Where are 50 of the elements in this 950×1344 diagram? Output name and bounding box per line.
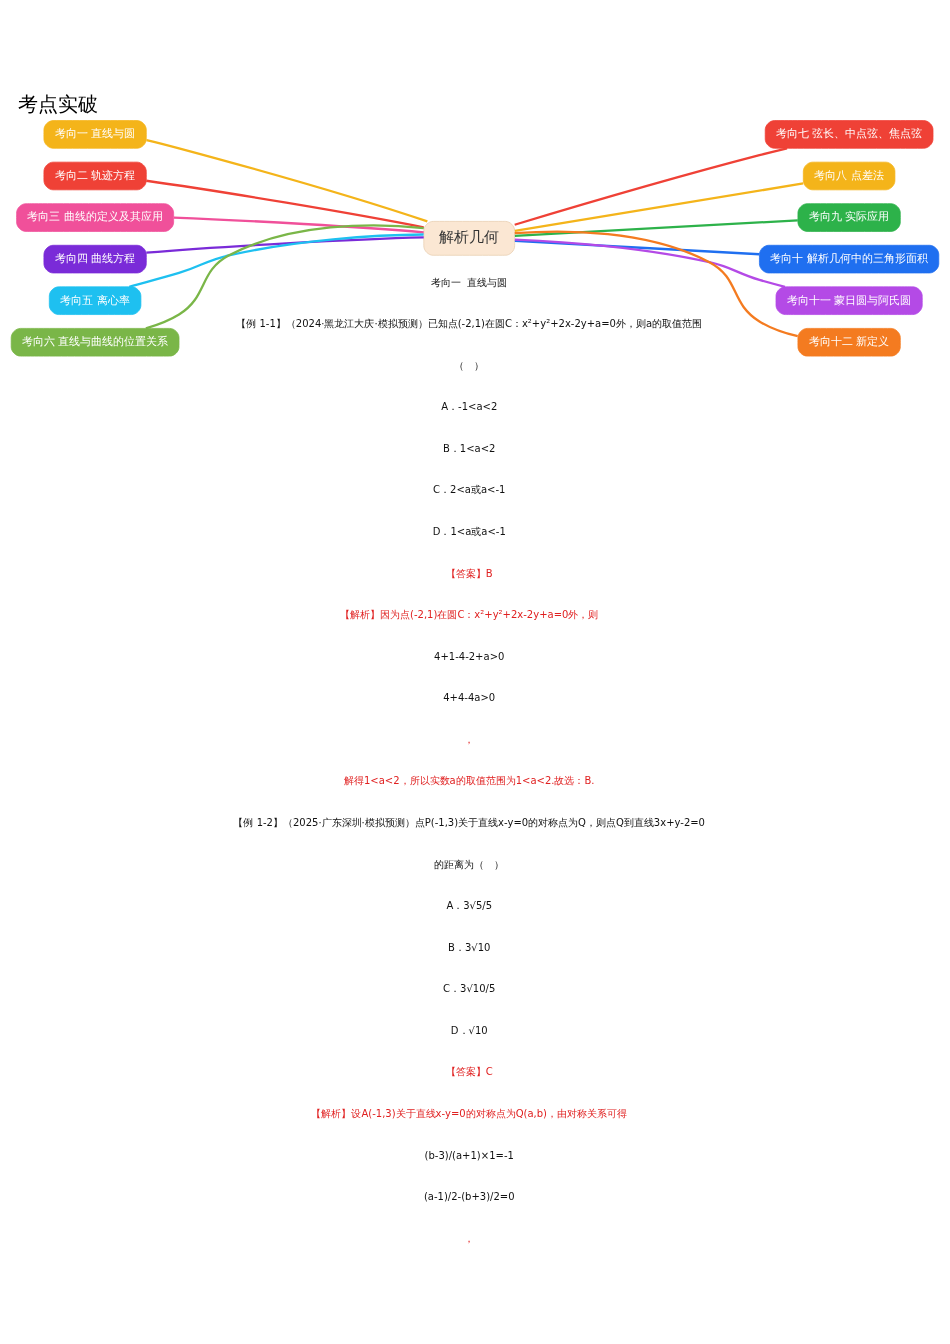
connector <box>146 138 428 222</box>
label: ， <box>464 1232 475 1244</box>
label: 【例 1-2】（2025·广东深圳·模拟预测）点P(-1,3)关于直线x-y=0的对称点为Q，则点Q到直线3x+y-2=0 <box>233 816 705 828</box>
label: 【答案】B <box>445 567 493 579</box>
label: 考向一 直线与圆 <box>431 276 508 288</box>
node-box: 考向十 解析几何中的三角形面积 <box>759 244 940 273</box>
connector <box>128 232 424 288</box>
node-box: 考向五 离心率 <box>48 285 142 315</box>
label: 【解析】因为点(-2,1)在圆C：x²+y²+2x-2y+a=0外，则 <box>340 608 599 620</box>
diagram-title: 考点实破 <box>18 91 99 116</box>
connector <box>514 237 786 288</box>
node-box: 考向二 轨迹方程 <box>43 161 147 190</box>
label: (b-3)/(a+1)×1=-1 <box>424 1149 514 1161</box>
connector <box>146 179 424 228</box>
label: (a-1)/2-(b+3)/2=0 <box>423 1190 515 1202</box>
node-box: 解析几何 <box>423 220 516 256</box>
node-box: 考向七 弦长、中点弦、焦点弦 <box>764 119 934 149</box>
label: B．3√10 <box>448 941 491 953</box>
label: A．-1<a<2 <box>441 400 498 412</box>
label: 解得1<a<2，所以实数a的取值范围为1<a<2.故选：B. <box>343 774 595 786</box>
label: 【解析】设A(-1,3)关于直线x-y=0的对称点为Q(a,b)，由对称关系可得 <box>311 1107 627 1119</box>
connector <box>173 215 424 233</box>
connector <box>514 239 760 255</box>
node-box: 考向十二 新定义 <box>797 327 901 356</box>
node-box: 考向十一 蒙日圆与阿氏圆 <box>775 285 923 315</box>
label: （ ） <box>454 359 485 371</box>
node-box: 考向三 曲线的定义及其应用 <box>16 202 174 232</box>
label: 【例 1-1】（2024·黑龙江大庆·模拟预测）已知点(-2,1)在圆C：x²+y²+2x-2y+a=0外，则a的取值范围 <box>236 317 703 329</box>
node-box: 考向八 点差法 <box>802 161 896 190</box>
node-box: 考向一 直线与圆 <box>43 119 147 149</box>
label: C．3√10/5 <box>443 982 496 994</box>
connector <box>514 229 798 337</box>
label: C．2<a或a<-1 <box>433 483 506 495</box>
connector <box>145 223 424 329</box>
label: D．√10 <box>450 1024 488 1036</box>
label: 4+4-4a>0 <box>443 691 496 703</box>
label: D．1<a或a<-1 <box>432 525 506 537</box>
connector <box>514 146 788 226</box>
node-box: 考向六 直线与曲线的位置关系 <box>10 327 180 356</box>
label: 4+1-4-2+a>0 <box>434 650 505 662</box>
label: B．1<a<2 <box>442 442 496 454</box>
label: ， <box>464 733 475 745</box>
connector <box>514 181 804 232</box>
node-box: 考向九 实际应用 <box>797 202 901 232</box>
node-box: 考向四 曲线方程 <box>43 244 147 273</box>
connector <box>146 235 424 254</box>
connector <box>514 218 798 237</box>
label: 的距离为（ ） <box>434 858 505 870</box>
label: 【答案】C <box>445 1065 493 1077</box>
label: A．3√5/5 <box>446 899 493 911</box>
